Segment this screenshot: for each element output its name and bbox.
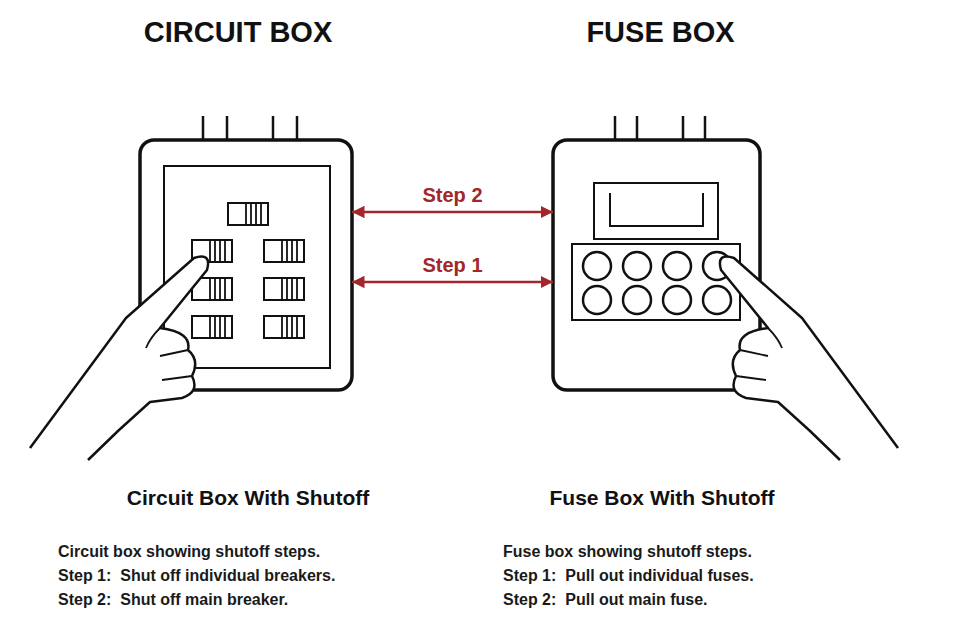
- caption-line: Step 2: Pull out main fuse.: [503, 591, 707, 609]
- fuse-box-drawing: [572, 244, 740, 320]
- breaker-switch: [219, 240, 221, 262]
- fuse-plug: [623, 252, 651, 280]
- fuse-plug: [703, 286, 731, 314]
- breaker-switch: [286, 278, 288, 300]
- panel-box: FUSE BOX: [553, 140, 760, 390]
- breaker-switch: [219, 316, 221, 338]
- breaker-switch: [224, 240, 226, 262]
- caption-line: Circuit box showing shutoff steps.: [58, 543, 320, 561]
- breaker-switch: [281, 278, 283, 300]
- breaker-switch: [281, 316, 283, 338]
- breaker-switch: [264, 316, 304, 338]
- breaker-switch: [214, 316, 216, 338]
- fuse-box-drawing: [682, 116, 685, 140]
- panel-box: CIRCUIT BOX: [140, 140, 352, 390]
- pointing-hand: [146, 328, 192, 380]
- breaker-switch: [228, 203, 268, 225]
- breaker-switch: [264, 278, 304, 300]
- pointing-hand: [720, 257, 898, 461]
- breaker-switch: [214, 278, 216, 300]
- caption-line: Fuse box showing shutoff steps.: [503, 543, 752, 561]
- breaker-switch: [192, 316, 232, 338]
- circuit-box-drawing: [192, 203, 304, 338]
- breaker-switch: [228, 203, 268, 225]
- fuse-plug: [663, 252, 691, 280]
- breaker-switch: [209, 316, 211, 338]
- fuse-plug: [583, 252, 611, 280]
- step-label: Step 2: [419, 184, 485, 207]
- caption-line: Step 1: Shut off individual breakers.: [58, 567, 335, 585]
- breaker-switch: [264, 316, 304, 338]
- fuse-box-drawing: [636, 116, 639, 140]
- caption-heading: Circuit Box With Shutoff: [127, 486, 369, 510]
- fuse-plug: [583, 286, 611, 314]
- breaker-switch: [209, 278, 211, 300]
- breaker-switch: [264, 240, 304, 262]
- breaker-switch: [250, 203, 252, 225]
- breaker-switch: [209, 240, 211, 262]
- panel-heading: CIRCUIT BOX: [144, 16, 333, 49]
- circuit-box-drawing: [296, 116, 299, 140]
- fuse-box-drawing: [704, 116, 707, 140]
- caption-heading: Fuse Box With Shutoff: [550, 486, 775, 510]
- circuit-box-drawing: [272, 116, 275, 140]
- fuse-box-drawing: [610, 193, 703, 226]
- circuit-box-drawing: [202, 116, 205, 140]
- breaker-switch: [286, 240, 288, 262]
- caption-line: Step 1: Pull out individual fuses.: [503, 567, 754, 585]
- breaker-switch: [264, 240, 304, 262]
- circuit-box-drawing: [226, 116, 229, 140]
- step-label: Step 1: [419, 254, 485, 277]
- breaker-switch: [291, 240, 293, 262]
- pointing-hand: [736, 328, 782, 380]
- breaker-switch: [296, 240, 298, 262]
- breaker-switch: [291, 316, 293, 338]
- breaker-switch: [281, 240, 283, 262]
- caption-line: Step 2: Shut off main breaker.: [58, 591, 288, 609]
- fuse-plug: [623, 286, 651, 314]
- breaker-switch: [296, 278, 298, 300]
- fuse-plug: [663, 286, 691, 314]
- breaker-switch: [255, 203, 257, 225]
- breaker-switch: [245, 203, 247, 225]
- breaker-switch: [264, 278, 304, 300]
- breaker-switch: [260, 203, 262, 225]
- breaker-switch: [224, 278, 226, 300]
- fuse-box-drawing: [583, 252, 731, 314]
- breaker-switch: [224, 316, 226, 338]
- panel-heading: FUSE BOX: [586, 16, 734, 49]
- fuse-box-drawing: [614, 116, 617, 140]
- breaker-switch: [286, 316, 288, 338]
- step-arrow: [352, 281, 553, 284]
- pointing-hand: [720, 257, 898, 461]
- pointing-hand: [30, 257, 208, 461]
- breaker-switch: [192, 316, 232, 338]
- step-arrow: [352, 211, 553, 214]
- fuse-box-drawing: [594, 183, 718, 239]
- breaker-switch: [214, 240, 216, 262]
- breaker-switch: [291, 278, 293, 300]
- fuse-box-drawing: [553, 116, 760, 390]
- breaker-switch: [296, 316, 298, 338]
- pointing-hand: [30, 257, 208, 461]
- breaker-switch: [219, 278, 221, 300]
